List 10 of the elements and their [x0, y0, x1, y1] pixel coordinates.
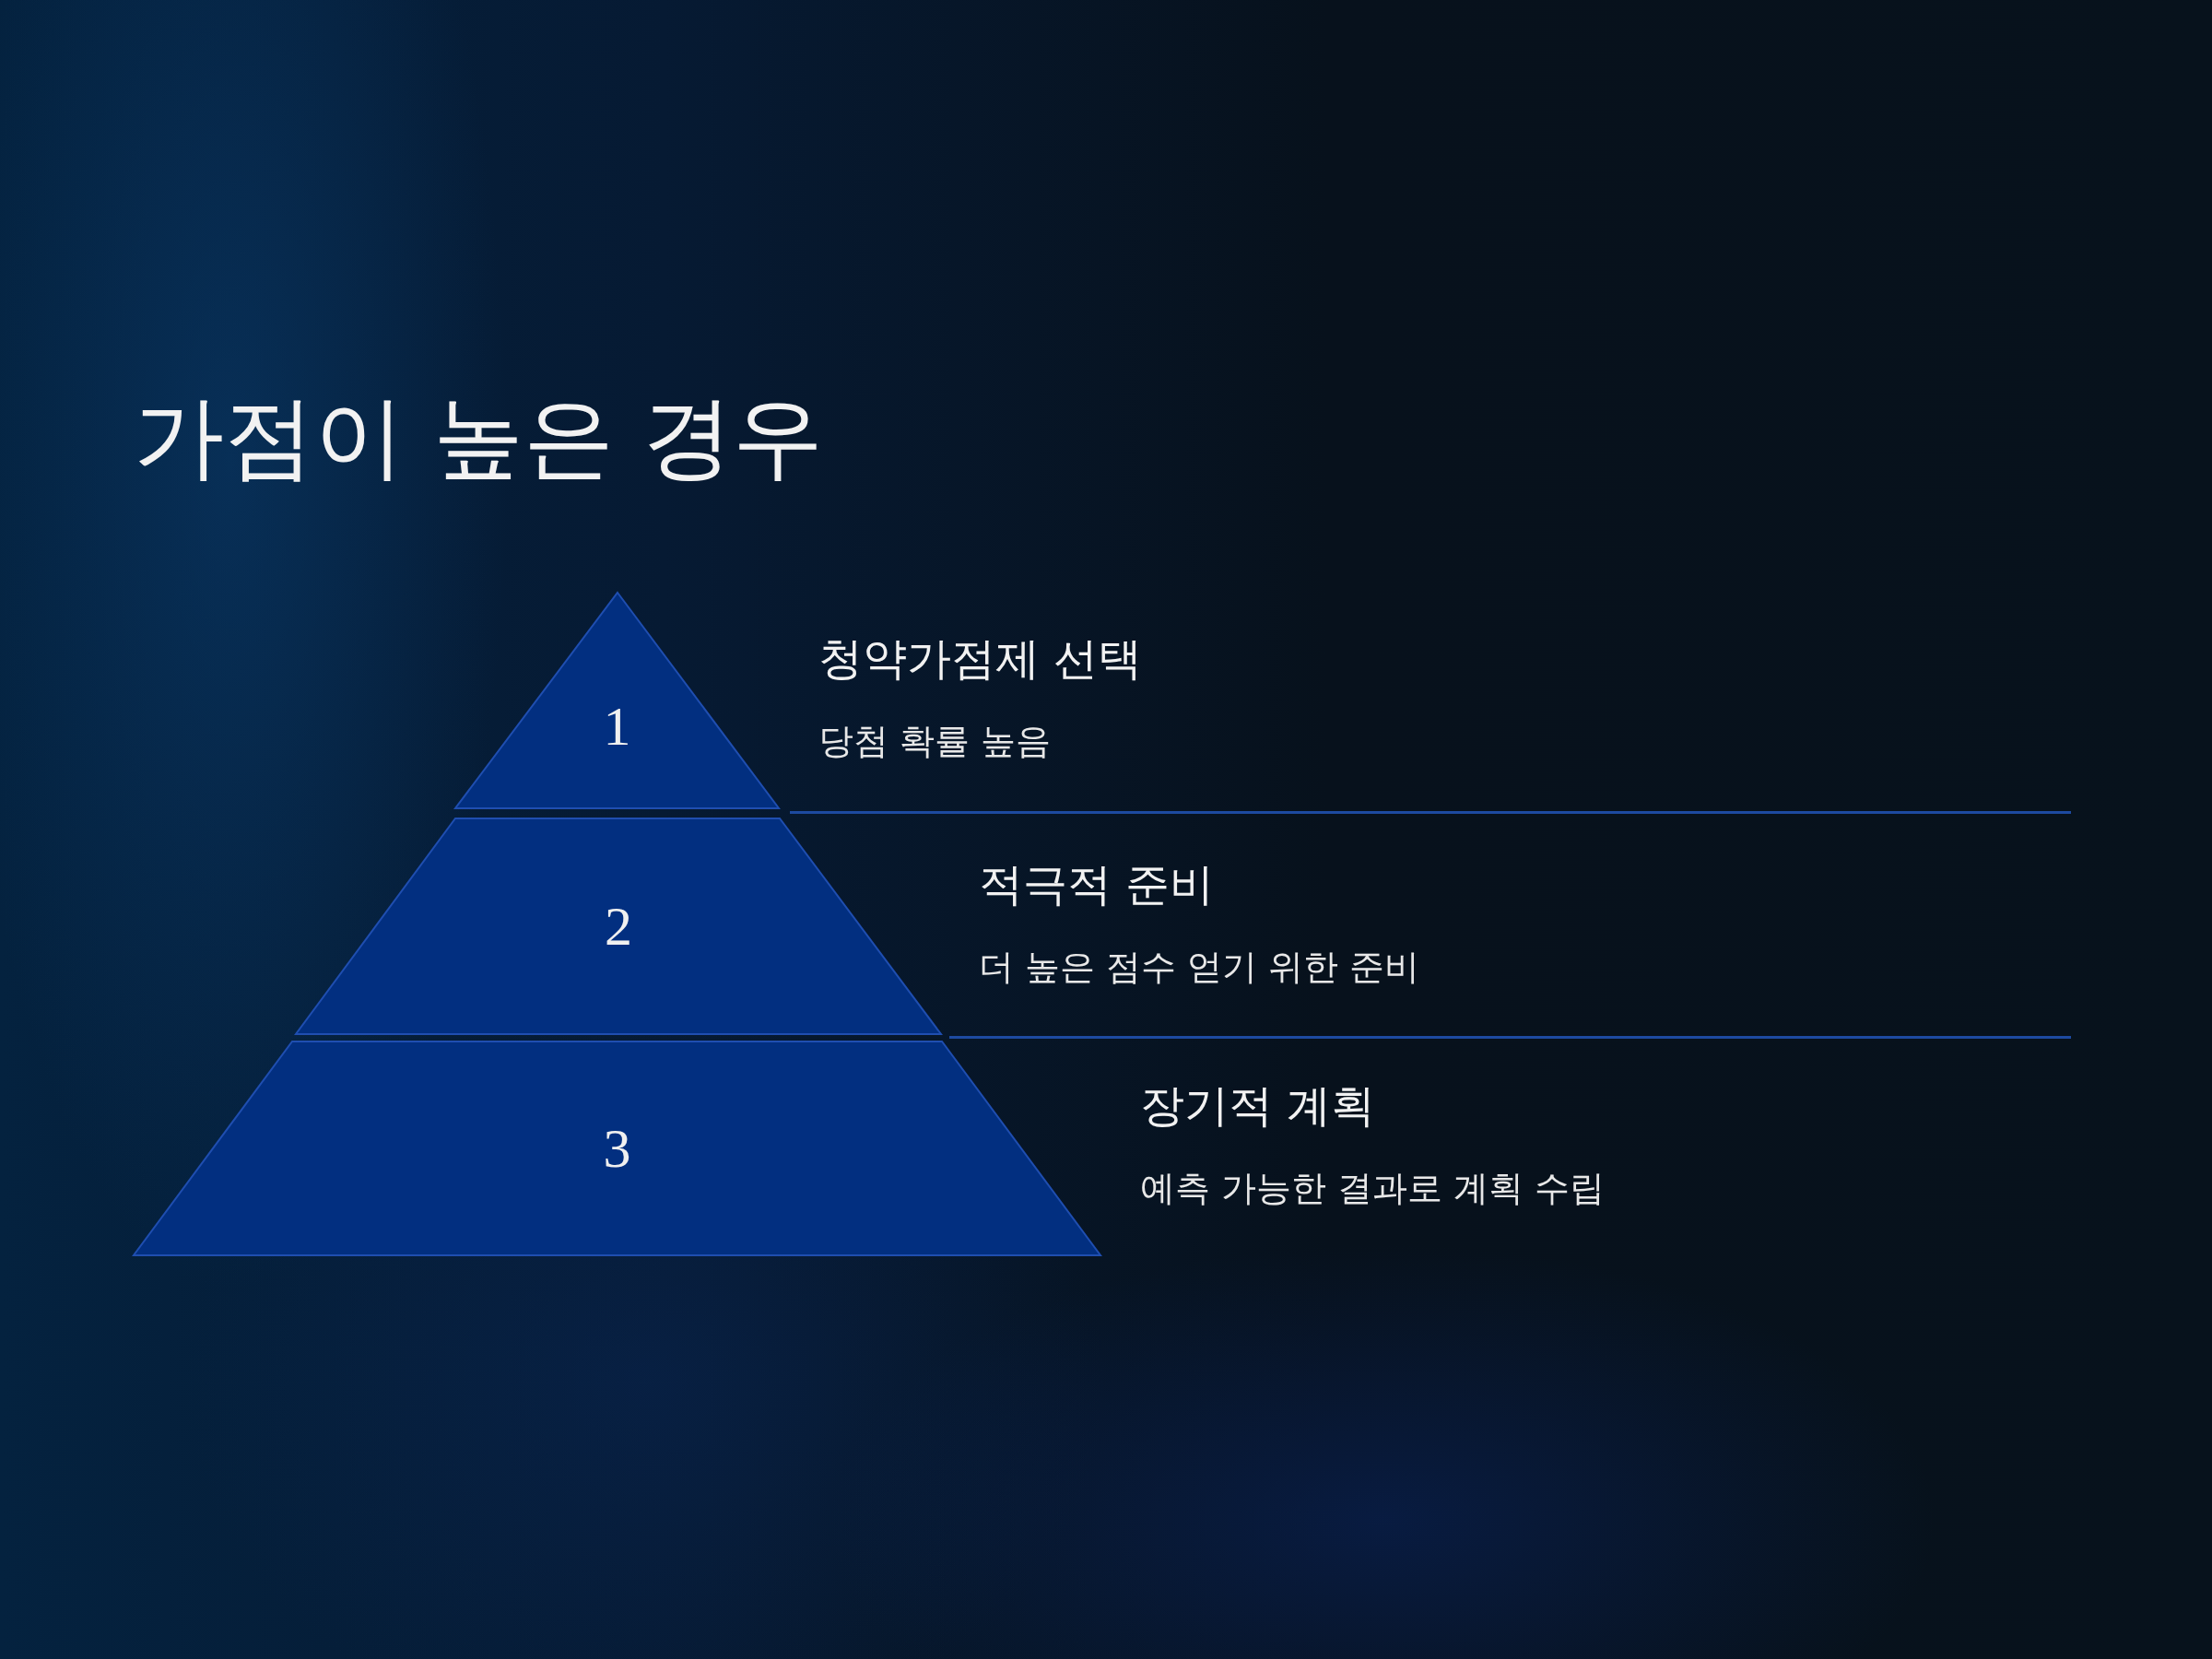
tier-number: 1	[602, 699, 632, 755]
tier-heading: 청약가점제 선택	[818, 636, 1143, 680]
tier-description: 더 높은 점수 얻기 위한 준비	[979, 949, 1420, 984]
tier-description: 예측 가능한 결과로 계획 수립	[1140, 1171, 1606, 1206]
tier-number: 3	[602, 1121, 632, 1176]
tier-heading: 장기적 계획	[1140, 1083, 1376, 1127]
tier-description: 당첨 확률 높음	[818, 724, 1052, 759]
tier-heading: 적극적 준비	[979, 862, 1215, 906]
title: 가점이 높은 경우	[134, 392, 824, 482]
tier-number: 2	[604, 899, 633, 954]
